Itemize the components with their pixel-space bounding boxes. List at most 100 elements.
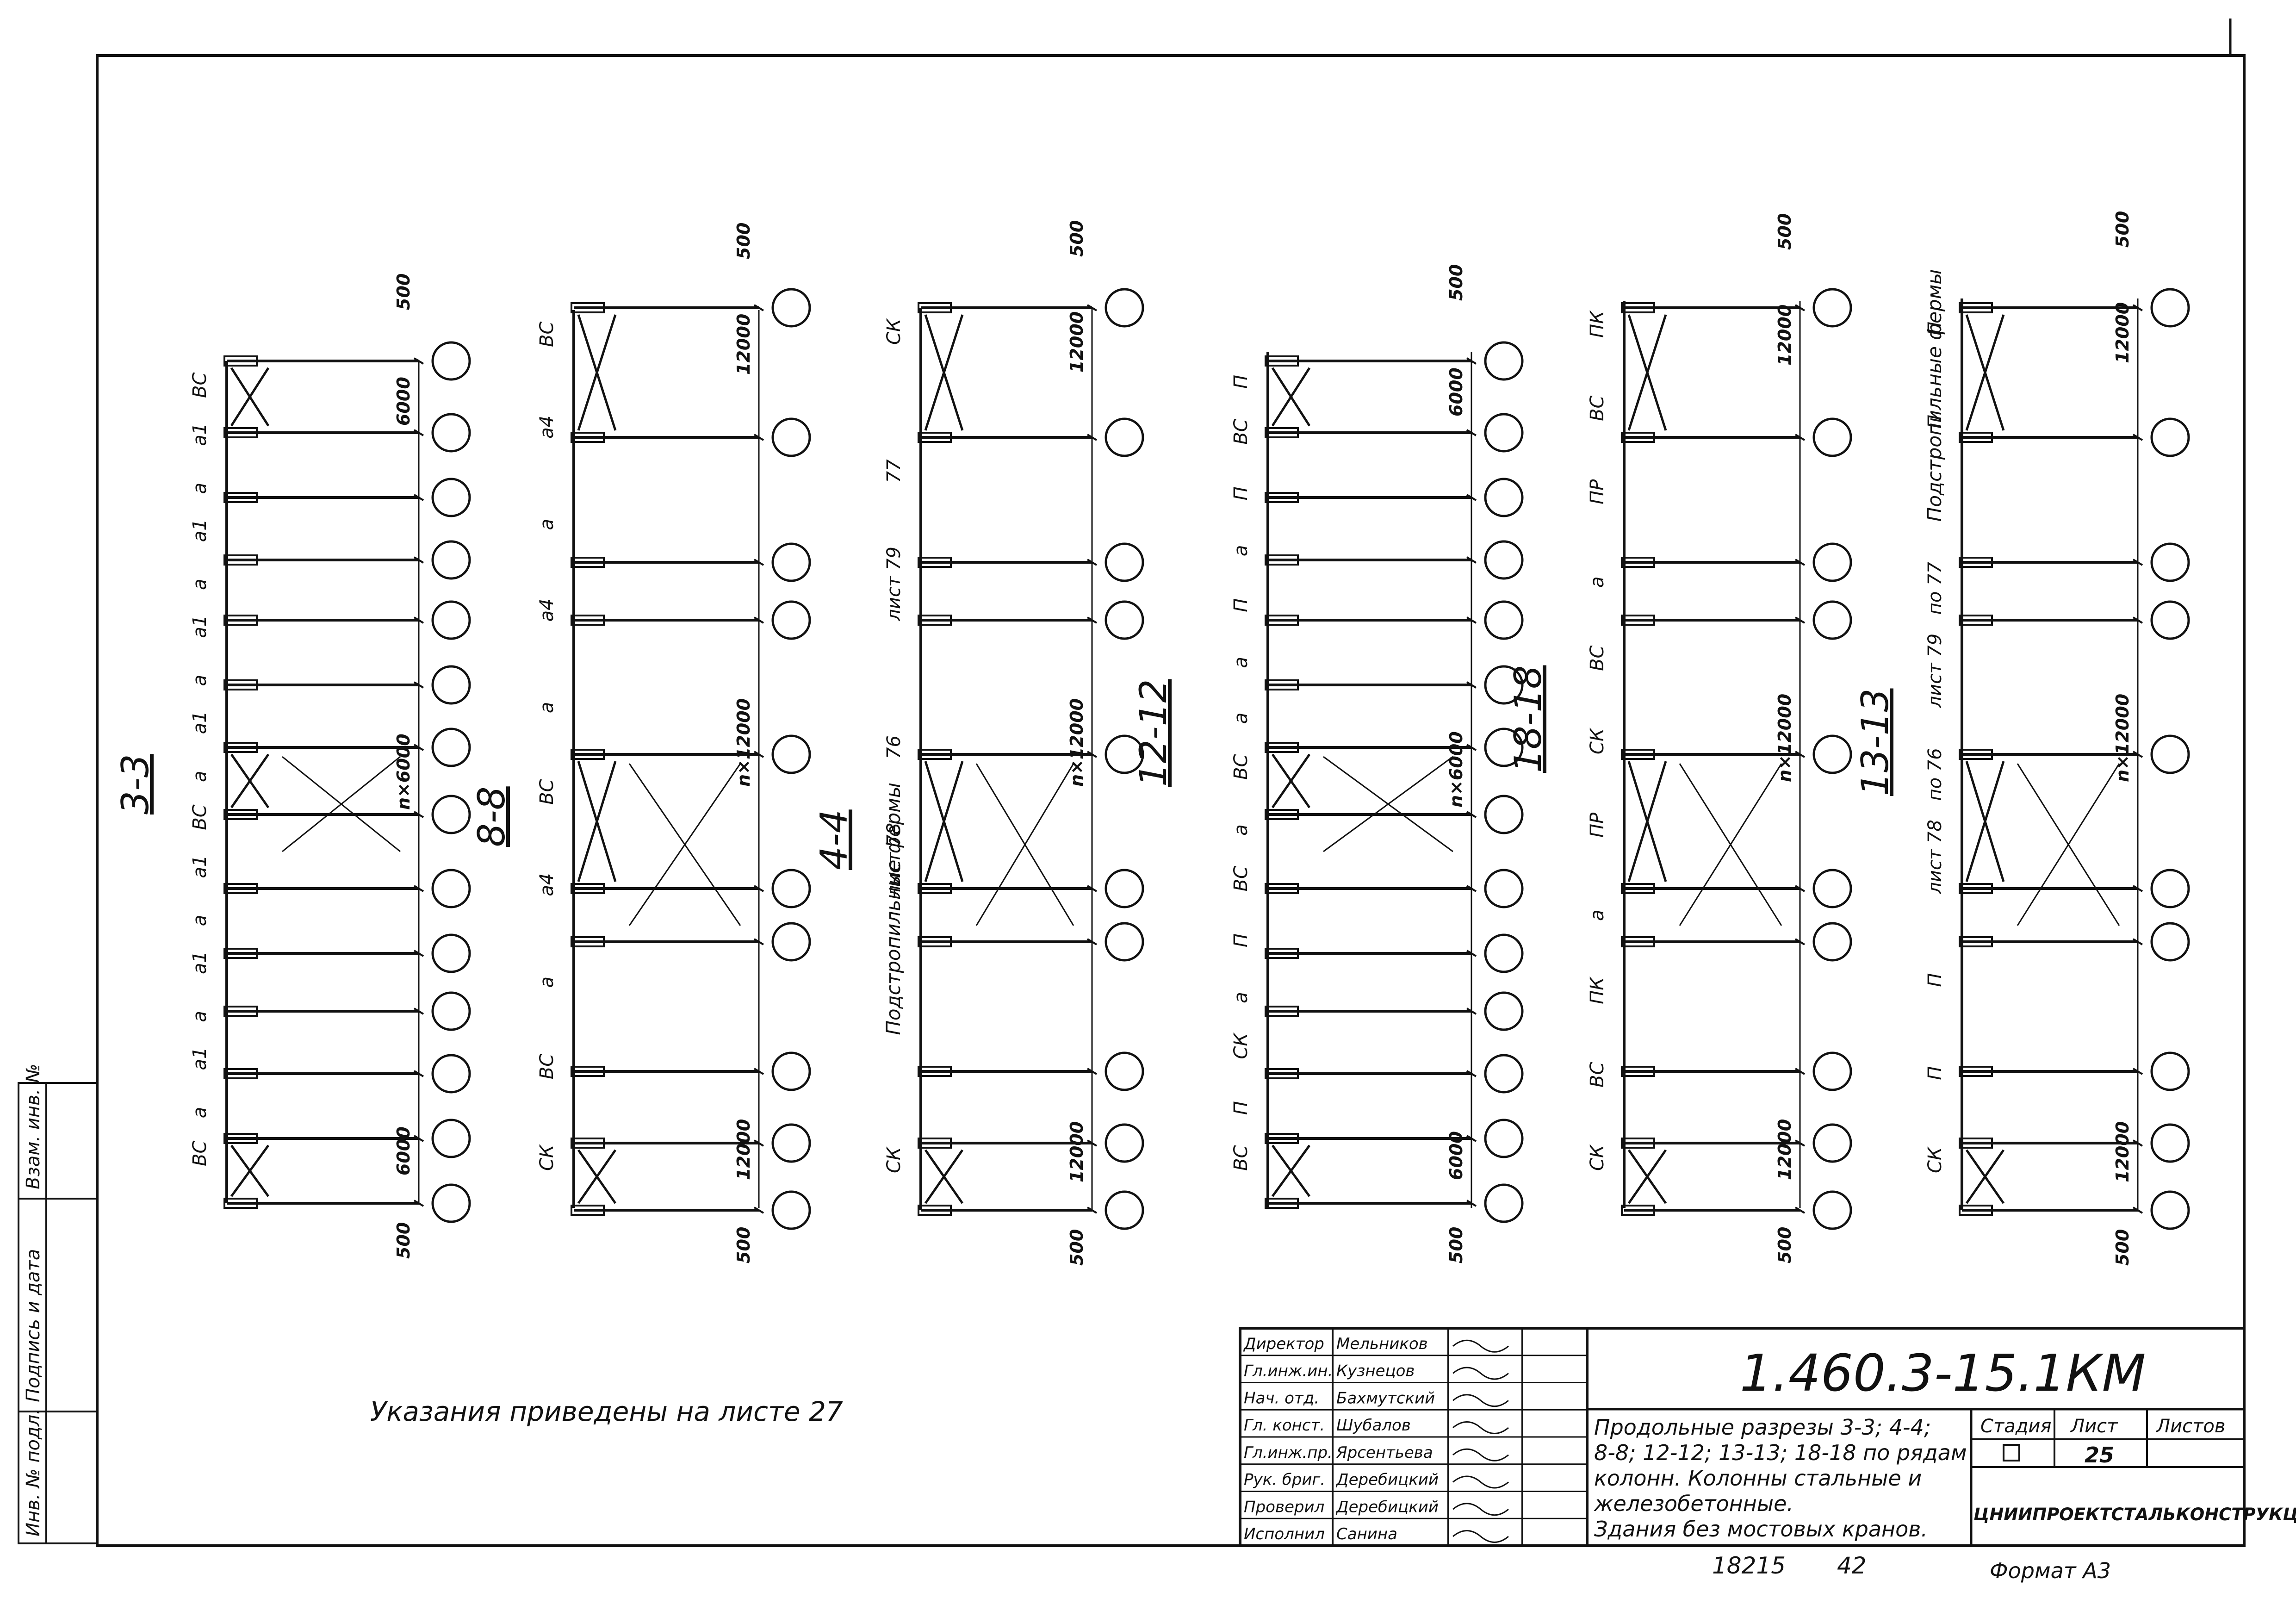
signature-scribble-icon [1452, 1503, 1509, 1516]
dimension-tick [1086, 1068, 1098, 1075]
member-label: ПР [1587, 812, 1608, 838]
dimension-tick [753, 1139, 764, 1147]
column-head [918, 1138, 952, 1149]
brace-diagonal [230, 753, 270, 808]
dimension-text: 12000 [1775, 1119, 1795, 1180]
sheet-label: Лист [2070, 1416, 2118, 1437]
member-label: а [189, 675, 211, 686]
dimension-tick [413, 811, 424, 818]
column-head [918, 302, 952, 313]
dimension-tick [413, 1200, 424, 1207]
brace-diagonal [1965, 761, 2005, 882]
member-label: ВС [189, 373, 211, 398]
member-label: Подстропильные фермы [1923, 269, 1946, 522]
inventory-number: 18215 [1712, 1552, 1786, 1579]
member-label: ВС [536, 779, 558, 804]
brace-diagonal [577, 761, 617, 882]
dimension-tick [1086, 559, 1098, 566]
dimension-tick [413, 885, 424, 892]
axis-circle [431, 991, 471, 1031]
column-head [223, 1006, 258, 1017]
member-label: по 76 [1924, 748, 1946, 801]
role-label: Гл.инж.пр. [1244, 1443, 1333, 1462]
dimension-text: 500 [1067, 1229, 1087, 1266]
axis-circle [771, 922, 811, 962]
axis-circle [2150, 1190, 2190, 1230]
dimension-tick [753, 559, 764, 566]
column-head [571, 749, 605, 760]
column-head [223, 883, 258, 894]
column-head [223, 355, 258, 367]
member-label: а [189, 1011, 211, 1022]
column-head [1959, 615, 1993, 626]
dimension-tick [753, 304, 764, 311]
drawing-code: 1.460.3-15.1КМ [1740, 1343, 2146, 1403]
member-label: П [1924, 1066, 1946, 1080]
dimension-text: 12000 [733, 314, 754, 375]
dimension-tick [1086, 885, 1098, 892]
axis-circle [2150, 922, 2190, 962]
axis-circle [431, 478, 471, 517]
dimension-tick [1086, 1206, 1098, 1214]
dimension-tick [413, 744, 424, 751]
axis-circle [1812, 922, 1852, 962]
column-head [571, 1205, 605, 1216]
sheet-number: 25 [2085, 1443, 2114, 1468]
member-label: ПК [1587, 976, 1608, 1004]
dimension-tick [1794, 1139, 1806, 1147]
brace-diagonal [924, 1149, 964, 1204]
member-label: ВС [1230, 754, 1252, 780]
axis-circle [1484, 540, 1524, 580]
role-name: Кузнецов [1336, 1362, 1415, 1380]
column-head [223, 948, 258, 959]
dimension-tick [2132, 1068, 2143, 1075]
brace-diagonal [577, 1149, 617, 1204]
column-head [918, 1066, 952, 1077]
axis-circle [1812, 600, 1852, 640]
signature-scribble-icon [1452, 1367, 1509, 1380]
axis-circle [431, 1119, 471, 1158]
section-title: 18-18 [1507, 665, 1550, 773]
signature-scribble-icon [1452, 1339, 1509, 1353]
member-label: ВС [536, 1054, 558, 1079]
member-label: П [1924, 415, 1946, 429]
brace-diagonal [1271, 367, 1311, 427]
brace-diagonal [1627, 1149, 1667, 1204]
column-head [1621, 302, 1655, 313]
column-head [1265, 1006, 1299, 1017]
axis-circle [1105, 288, 1144, 328]
axis-circle [1105, 542, 1144, 582]
axis-circle [771, 1051, 811, 1091]
member-label: СК [883, 1146, 905, 1173]
dimension-tick [1794, 938, 1806, 945]
section-title: 8-8 [470, 786, 513, 847]
signature-scribble-icon [1452, 1448, 1509, 1461]
signature-scribble-icon [1452, 1394, 1509, 1407]
dimension-tick [1794, 751, 1806, 758]
dimension-tick [753, 1206, 764, 1214]
column-head [223, 1068, 258, 1079]
dimension-tick [2132, 1139, 2143, 1147]
member-label: ВС [1230, 1145, 1252, 1171]
axis-circle [771, 600, 811, 640]
brace-diagonal [230, 1144, 270, 1197]
column-head [1265, 948, 1299, 959]
column-head [1959, 1138, 1993, 1149]
dimension-tick [1466, 1007, 1477, 1015]
member-label: П [1924, 973, 1946, 987]
axis-circle [431, 665, 471, 705]
dimension-tick [1086, 751, 1098, 758]
axis-circle [2150, 417, 2190, 457]
side-stamp-replace-label: Взам. инв. № [23, 1063, 44, 1189]
member-label: а4 [536, 873, 558, 896]
brace-diagonal [1627, 761, 1667, 882]
dimension-text: 500 [1067, 220, 1087, 257]
brace-diagonal [975, 763, 1074, 926]
column-head [1959, 302, 1993, 313]
axis-circle [431, 1054, 471, 1094]
dimension-tick [413, 616, 424, 624]
role-name: Мельников [1336, 1335, 1428, 1353]
